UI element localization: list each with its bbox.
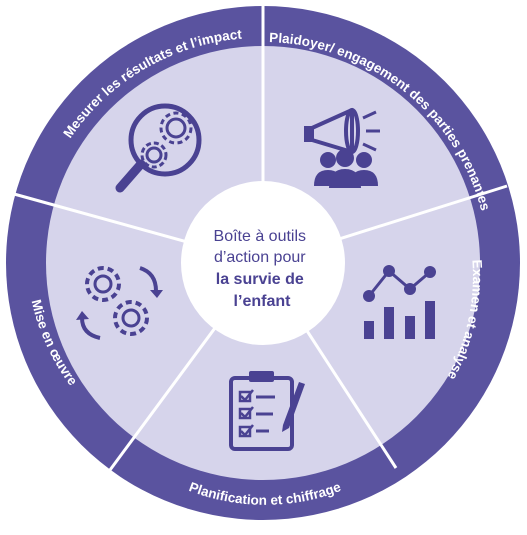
clipboard-checklist-icon [229, 371, 305, 451]
center-title: Boîte à outils d’action pour la survie d… [214, 228, 311, 310]
center-line-1: Boîte à outils [214, 228, 307, 245]
rotating-gears-icon [76, 266, 163, 340]
center-line-4: l’enfant [234, 293, 292, 310]
magnifier-gears-icon [115, 103, 202, 193]
center-circle [181, 181, 345, 345]
line-bar-chart-icon [363, 265, 436, 339]
center-line-2: d’action pour [214, 249, 306, 266]
megaphone-crowd-icon [304, 108, 380, 188]
center-line-3: la survie de [216, 271, 304, 288]
